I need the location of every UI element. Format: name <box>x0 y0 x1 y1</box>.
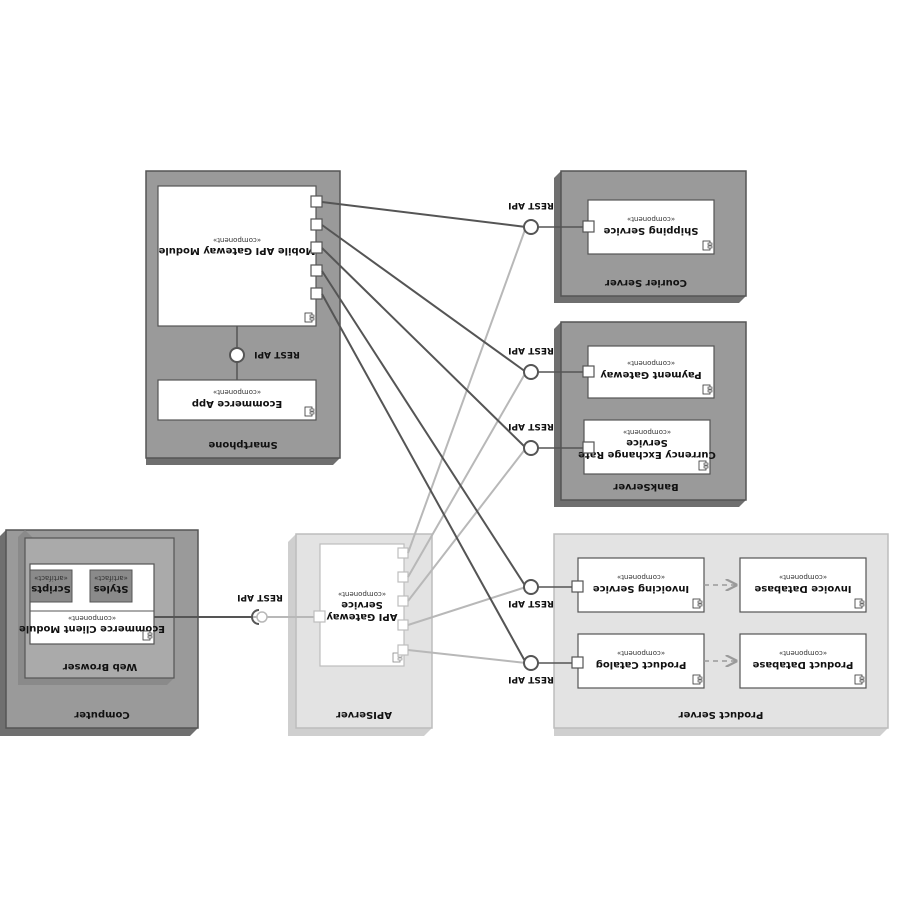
client-rest-api-label: REST API <box>237 592 283 602</box>
mobile-gateway-name: Mobile API Gateway Module <box>158 245 315 256</box>
payment-interface <box>523 364 595 380</box>
currency-exchange-component: Currency Exchange Rate Service «componen… <box>578 419 716 475</box>
product-catalog-component: Product Catalog «component» <box>577 633 705 689</box>
shipping-interface <box>523 219 595 235</box>
ecommerce-client-stereotype: «component» <box>68 614 116 622</box>
client-to-gateway-connection <box>154 609 314 625</box>
component-icon <box>304 312 315 323</box>
component-icon <box>854 598 865 609</box>
currency-exchange-name-line2: Service <box>626 437 668 448</box>
invoice-database-stereotype: «component» <box>779 573 827 581</box>
mobile-port-5 <box>310 195 323 208</box>
payment-gateway-component: Payment Gateway «component» <box>587 345 715 399</box>
invoicing-service-component: Invoicing Service «component» <box>577 557 705 613</box>
component-icon <box>698 460 709 471</box>
courier-server-title: Courier Server <box>605 277 687 288</box>
shipping-rest-api-label: REST API <box>508 200 554 210</box>
component-icon <box>692 674 703 685</box>
shipping-service-component: Shipping Service «component» <box>587 199 715 255</box>
api-gateway-stereotype: «component» <box>338 590 386 598</box>
product-catalog-name: Product Catalog <box>596 659 687 670</box>
component-icon <box>142 630 153 641</box>
api-gateway-name-line1: API Gateway <box>326 611 397 622</box>
mobile-rest-api-label: REST API <box>254 349 300 359</box>
scripts-artifact: Scripts «artifact» <box>29 569 73 603</box>
product-database-name: Product Database <box>752 659 853 670</box>
mobile-gateway-component: Mobile API Gateway Module «component» <box>157 185 317 327</box>
mobile-port-1 <box>310 287 323 300</box>
payment-gateway-stereotype: «component» <box>627 359 675 367</box>
ecommerce-app-component: Ecommerce App «component» <box>157 379 317 421</box>
component-icon <box>702 240 713 251</box>
api-gateway-service: API Gateway Service «component» <box>319 543 405 667</box>
smartphone-title: Smartphone <box>208 439 277 450</box>
mobile-port-2 <box>310 264 323 277</box>
product-database-component: Product Database «component» <box>739 633 867 689</box>
currency-exchange-stereotype: «component» <box>623 428 671 436</box>
styles-name: Styles <box>94 583 129 594</box>
gateway-port-3 <box>397 595 409 607</box>
invoicing-rest-api-label: REST API <box>508 598 554 608</box>
gateway-port-1 <box>397 644 409 656</box>
ecommerce-app-stereotype: «component» <box>213 388 261 396</box>
api-gateway-name-line2: Service <box>341 599 383 610</box>
mobile-port-4 <box>310 218 323 231</box>
gateway-input-port <box>313 610 326 623</box>
scripts-name: Scripts <box>31 583 70 594</box>
gateway-port-2 <box>397 619 409 631</box>
currency-interface <box>523 440 595 456</box>
gateway-port-5 <box>397 547 409 559</box>
computer-node-title: Computer <box>74 709 129 720</box>
payment-gateway-name: Payment Gateway <box>600 369 702 380</box>
web-browser-title: Web Browser <box>63 661 137 672</box>
mobile-port-3 <box>310 241 323 254</box>
product-database-stereotype: «component» <box>779 649 827 657</box>
payment-rest-api-label: REST API <box>508 345 554 355</box>
product-catalog-interface <box>523 655 584 671</box>
api-server-title: APIServer <box>336 709 392 720</box>
product-rest-api-label: REST API <box>508 674 554 684</box>
invoice-database-name: Invoice Database <box>754 583 851 594</box>
invoicing-service-name: Invoicing Service <box>593 583 690 594</box>
component-icon <box>854 674 865 685</box>
invoice-database-component: Invoice Database «component» <box>739 557 867 613</box>
product-catalog-stereotype: «component» <box>617 649 665 657</box>
mobile-to-services-connections <box>321 201 527 664</box>
styles-stereotype: «artifact» <box>94 574 128 582</box>
shipping-service-name: Shipping Service <box>603 225 698 236</box>
component-icon <box>702 384 713 395</box>
bank-server-title: BankServer <box>613 481 678 492</box>
scripts-stereotype: «artifact» <box>34 574 68 582</box>
component-icon <box>304 406 315 417</box>
gateway-port-4 <box>397 571 409 583</box>
mobile-gateway-stereotype: «component» <box>213 236 261 244</box>
currency-rest-api-label: REST API <box>508 421 554 431</box>
shipping-service-stereotype: «component» <box>627 215 675 223</box>
component-icon <box>692 598 703 609</box>
styles-artifact: Styles «artifact» <box>89 569 133 603</box>
invoicing-interface <box>523 579 584 595</box>
currency-exchange-name-line1: Currency Exchange Rate <box>578 449 716 460</box>
mobile-rest-api-interface <box>229 347 245 363</box>
ecommerce-app-name: Ecommerce App <box>192 398 282 409</box>
ecommerce-client-name: Ecommerce Client Module <box>19 623 165 634</box>
product-server-title: Product Server <box>679 709 764 720</box>
invoicing-service-stereotype: «component» <box>617 573 665 581</box>
